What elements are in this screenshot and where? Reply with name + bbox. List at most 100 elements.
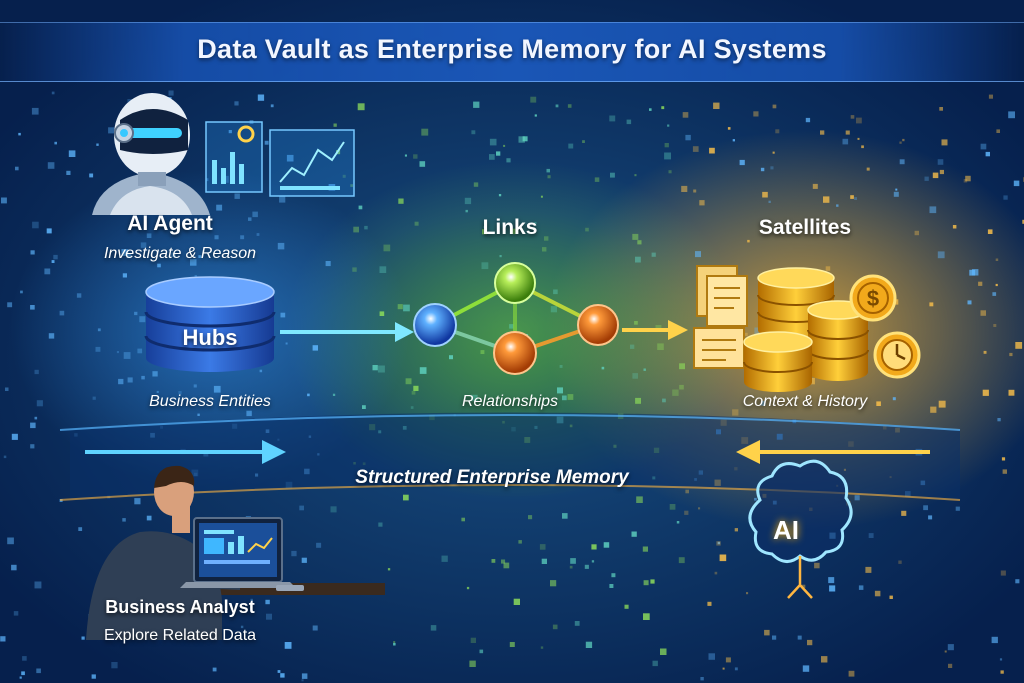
particle xyxy=(649,108,652,111)
particle xyxy=(842,138,849,145)
particle xyxy=(5,387,9,391)
page-title: Data Vault as Enterprise Memory for AI S… xyxy=(197,34,827,64)
particle xyxy=(216,204,223,211)
particle xyxy=(698,507,701,510)
particle xyxy=(1000,570,1006,576)
particle xyxy=(542,247,547,252)
particle xyxy=(570,558,576,564)
particle xyxy=(387,568,391,571)
particle xyxy=(732,139,735,142)
particle xyxy=(256,233,260,236)
particle xyxy=(404,154,407,157)
particle xyxy=(198,255,202,258)
particle xyxy=(988,94,993,99)
hubs-caption: Business Entities xyxy=(149,393,271,410)
satellites-caption: Context & History xyxy=(742,393,868,410)
particle xyxy=(868,533,874,538)
particle xyxy=(667,124,670,127)
particle xyxy=(713,102,720,109)
particle xyxy=(316,542,322,548)
particle xyxy=(81,636,85,640)
particle xyxy=(352,267,357,272)
particle xyxy=(585,641,593,648)
particle xyxy=(939,107,943,111)
particle xyxy=(469,660,476,667)
particle xyxy=(398,198,404,204)
particle xyxy=(540,646,544,649)
particle xyxy=(937,251,945,259)
particle xyxy=(700,677,704,681)
particle xyxy=(213,385,221,393)
particle xyxy=(518,136,525,143)
satellites-label: Satellites xyxy=(758,216,852,239)
particle xyxy=(996,129,1000,133)
particle xyxy=(744,332,748,336)
particle xyxy=(932,172,939,179)
brain-icon xyxy=(748,459,853,599)
particle xyxy=(550,580,557,587)
particle xyxy=(7,537,14,545)
particle xyxy=(768,200,771,203)
particle xyxy=(430,625,437,631)
particle xyxy=(770,166,774,170)
particle xyxy=(980,310,986,316)
particle xyxy=(861,145,864,149)
particle xyxy=(501,559,506,564)
particle xyxy=(995,283,998,287)
agent-task: Investigate & Reason xyxy=(103,245,257,262)
particle xyxy=(708,653,715,660)
particle xyxy=(1000,670,1004,674)
particle xyxy=(719,554,727,562)
particle xyxy=(692,146,699,152)
particle xyxy=(405,378,412,385)
arrow-hubs-to-links-icon xyxy=(280,322,414,342)
particle xyxy=(22,656,27,661)
particle xyxy=(539,544,546,550)
particle xyxy=(18,132,21,136)
particle xyxy=(722,667,725,670)
particle xyxy=(991,636,998,644)
particle xyxy=(108,127,115,134)
particle xyxy=(772,635,777,640)
particle xyxy=(503,144,506,147)
particle xyxy=(857,137,860,140)
particle xyxy=(279,196,286,203)
particle xyxy=(982,389,989,396)
particle xyxy=(506,158,511,163)
particle xyxy=(0,636,6,642)
particle xyxy=(509,642,515,647)
particle xyxy=(32,221,39,229)
particle xyxy=(76,293,82,298)
particle xyxy=(403,304,410,312)
dashboard-icon xyxy=(205,121,355,197)
particle xyxy=(707,601,712,606)
robot-icon xyxy=(92,93,210,215)
particle xyxy=(858,585,864,590)
particle xyxy=(685,134,691,141)
document-icon xyxy=(696,265,748,327)
particle xyxy=(68,150,76,157)
particle xyxy=(286,154,294,162)
analyst-task: Explore Related Data xyxy=(103,627,257,644)
particle xyxy=(252,211,258,218)
particle xyxy=(284,642,292,649)
particle xyxy=(594,177,600,182)
particle xyxy=(955,506,960,511)
particle xyxy=(567,104,572,108)
particle xyxy=(562,513,568,519)
particle xyxy=(51,91,55,95)
particle xyxy=(679,384,684,390)
particle xyxy=(679,363,685,370)
particle xyxy=(470,637,476,643)
particle xyxy=(473,182,479,187)
particle xyxy=(30,444,35,449)
particle xyxy=(997,418,1001,422)
particle xyxy=(764,629,770,636)
particle xyxy=(97,328,101,332)
particle xyxy=(299,505,304,511)
particle xyxy=(194,275,197,278)
particle xyxy=(902,138,905,142)
particle xyxy=(449,355,453,360)
particle xyxy=(725,657,731,663)
particle xyxy=(1001,457,1006,461)
